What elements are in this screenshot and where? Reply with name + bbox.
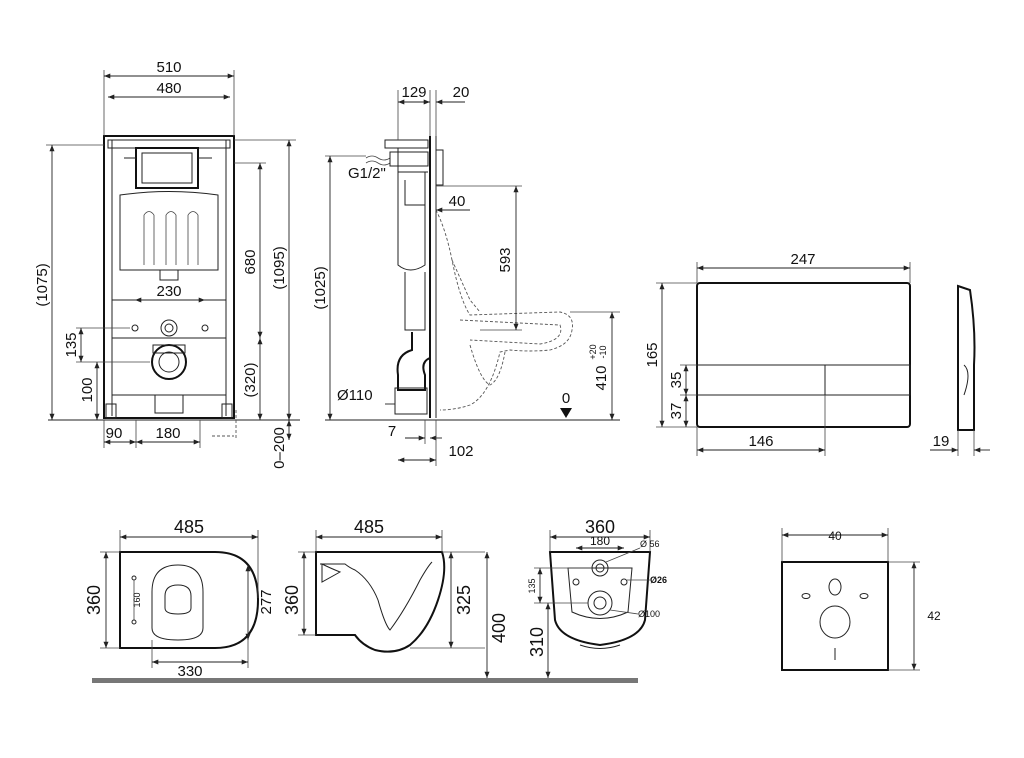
frame-front-view: 510 480 (1075) 680 (320) (1095) 230 135 …	[34, 59, 300, 469]
dim-7: 7	[388, 423, 396, 440]
flush-opening	[135, 147, 199, 189]
dim-0-200: 0–200	[271, 427, 288, 469]
dim-360-top: 360	[84, 585, 104, 615]
bowl-side-outline	[315, 551, 446, 653]
level-marker-icon	[560, 408, 572, 418]
plate-side-profile	[957, 284, 976, 431]
dim-90: 90	[106, 425, 123, 442]
bowl-top-view: 160 485 360 277 330	[84, 517, 275, 680]
dim-135-back: 135	[527, 578, 537, 593]
dim-165: 165	[644, 342, 661, 367]
dim-dia-100: Ø100	[638, 609, 660, 619]
dim-102: 102	[448, 443, 473, 460]
cistern-side	[397, 171, 426, 271]
dim-146: 146	[748, 433, 773, 450]
dim-180: 180	[155, 425, 180, 442]
dim-485-side: 485	[354, 517, 384, 537]
inlet-label: G1/2"	[348, 165, 386, 182]
bowl-side-view: 485 360 325 400	[282, 517, 509, 678]
dim-480: 480	[156, 80, 181, 97]
flush-button-small	[696, 364, 826, 396]
dim-325: 325	[454, 585, 474, 615]
dim-360-back: 360	[585, 517, 615, 537]
dim-19: 19	[933, 433, 950, 450]
dim-1075: (1075)	[34, 263, 51, 306]
dim-129: 129	[401, 84, 426, 101]
dim-40-pad: 40	[828, 529, 842, 543]
dim-180-back: 180	[590, 534, 610, 548]
dim-35: 35	[668, 372, 685, 389]
dim-310: 310	[527, 627, 547, 657]
flush-plate	[696, 282, 911, 428]
dim-593: 593	[497, 247, 514, 272]
sound-pad-view: 40 42	[781, 528, 941, 671]
dim-485-top: 485	[174, 517, 204, 537]
zero-level: 0	[562, 390, 570, 407]
frame-outline	[103, 135, 235, 419]
bowl-outline-dashed	[435, 209, 573, 411]
ground-line	[92, 678, 638, 683]
dim-42-pad: 42	[927, 609, 941, 623]
dim-320: (320)	[242, 362, 259, 397]
dim-37: 37	[668, 403, 685, 420]
dim-510: 510	[156, 59, 181, 76]
tol-minus: -10	[598, 345, 608, 358]
dim-1095: (1095)	[271, 246, 288, 289]
bowl-back-outline	[548, 551, 652, 647]
dim-400: 400	[489, 613, 509, 643]
dim-1025: (1025)	[312, 266, 329, 309]
dim-dia-26: Ø26	[650, 575, 667, 585]
dim-330: 330	[177, 663, 202, 680]
bowl-back-view: 360 180 Ø 56 Ø26 Ø100 135 310	[527, 517, 667, 678]
dim-20: 20	[453, 84, 470, 101]
dim-40: 40	[449, 193, 466, 210]
dim-247: 247	[790, 251, 815, 268]
drain-elbow	[396, 332, 431, 391]
dim-dia-110: Ø110	[337, 387, 373, 404]
dim-dia-56: Ø 56	[640, 539, 660, 549]
dim-680: 680	[242, 249, 259, 274]
flush-plate-view: 247 165 35 37 146 19	[644, 251, 990, 456]
dim-135: 135	[63, 332, 80, 357]
frame-side-view: G1/2" 129 20 (1025) 40 593	[312, 84, 620, 466]
cistern-tank	[119, 191, 219, 271]
dim-360-side: 360	[282, 585, 302, 615]
dim-277: 277	[258, 589, 275, 614]
sound-pad	[781, 561, 889, 671]
bowl-top-outline	[119, 551, 260, 649]
dim-230: 230	[156, 283, 181, 300]
dim-410: 410	[593, 365, 610, 390]
flush-button-large	[824, 364, 911, 396]
dim-100: 100	[79, 377, 96, 402]
dim-160: 160	[132, 592, 142, 607]
tol-plus: +20	[588, 344, 598, 359]
